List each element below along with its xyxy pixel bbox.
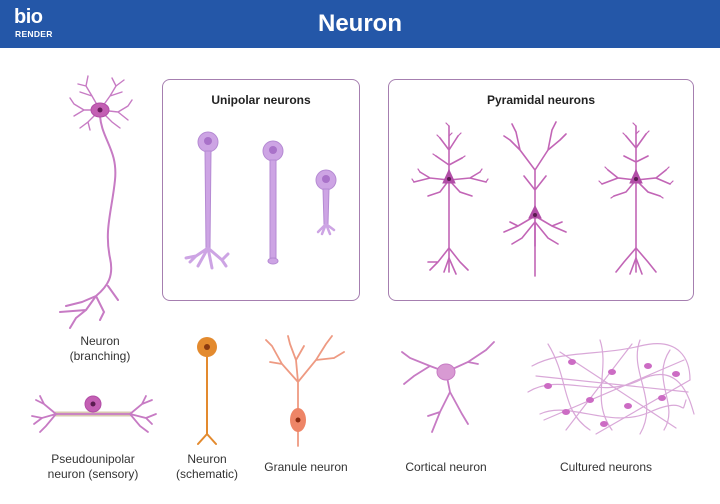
pyramidal-panel: Pyramidal neurons	[388, 79, 694, 301]
page-title: Neuron	[318, 10, 402, 37]
logo-text-render: RENDER	[15, 29, 53, 39]
label-cortical-neuron: Cortical neuron	[405, 460, 487, 474]
pyramidal-neurons-icon	[411, 121, 674, 277]
unipolar-neurons-icon	[184, 131, 337, 270]
granule-neuron-icon	[265, 335, 345, 447]
logo-text-bio: bio	[14, 6, 43, 28]
cortical-neuron-icon	[401, 341, 495, 433]
label-line: neuron (sensory)	[47, 467, 139, 481]
label-neuron-branching: Neuron (branching)	[50, 334, 150, 364]
unipolar-panel-title: Unipolar neurons	[211, 93, 311, 107]
schematic-neuron-icon	[197, 337, 217, 445]
pyramidal-panel-title: Pyramidal neurons	[486, 93, 596, 107]
pseudounipolar-neuron-icon	[31, 395, 157, 433]
label-line: (branching)	[69, 349, 131, 363]
biorender-logo: bio RENDER	[14, 6, 54, 42]
label-granule-neuron: Granule neuron	[264, 460, 348, 474]
label-line: Neuron	[80, 334, 120, 348]
cultured-neurons-icon	[527, 339, 695, 435]
label-neuron-schematic: Neuron (schematic)	[167, 452, 247, 482]
label-line: Pseudounipolar	[51, 452, 135, 466]
header-bar: bio RENDER Neuron	[0, 0, 720, 48]
label-line: Neuron	[187, 452, 227, 466]
label-pseudounipolar-neuron: Pseudounipolar neuron (sensory)	[33, 452, 153, 482]
unipolar-panel: Unipolar neurons	[162, 79, 360, 301]
label-line: (schematic)	[175, 467, 238, 481]
branching-neuron-icon	[59, 75, 133, 329]
label-cultured-neurons: Cultured neurons	[559, 460, 653, 474]
